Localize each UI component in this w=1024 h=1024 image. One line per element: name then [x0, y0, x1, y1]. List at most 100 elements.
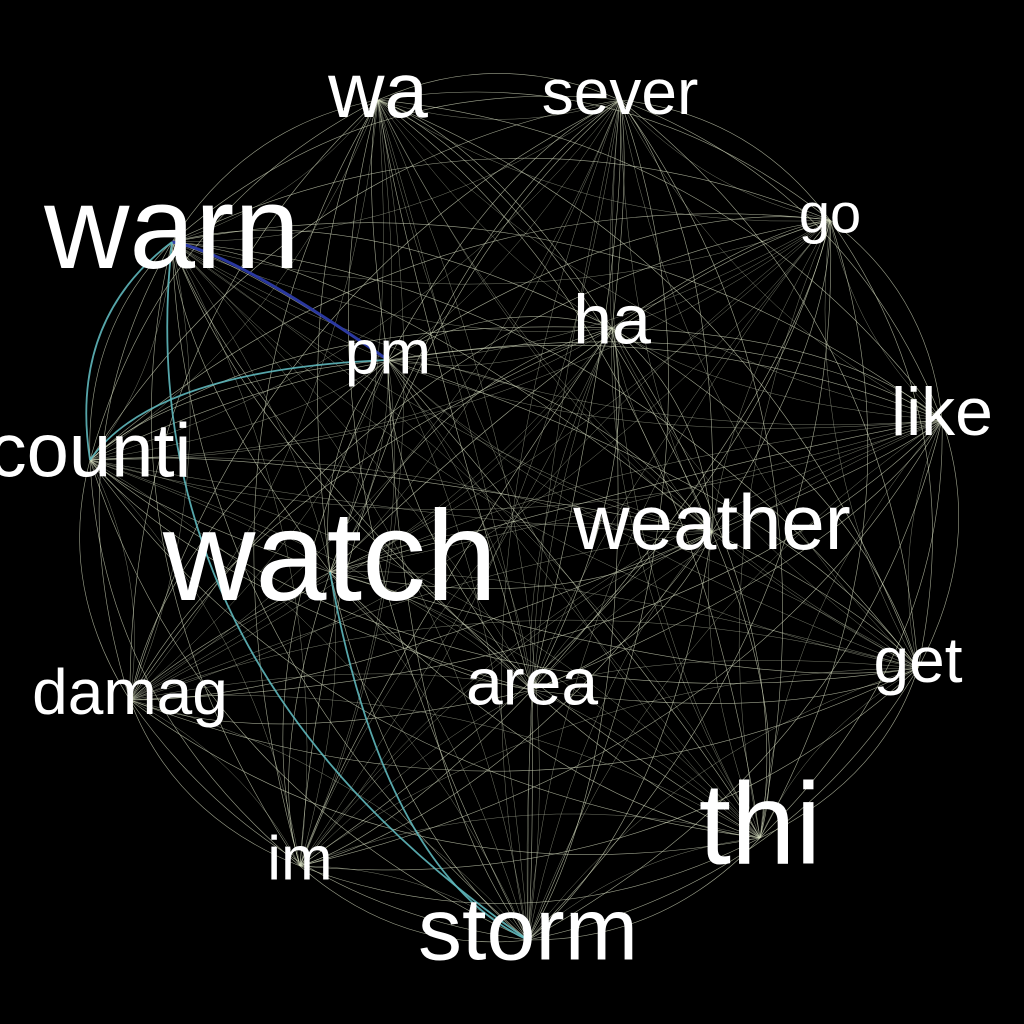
node-label-im: im [267, 825, 332, 894]
network-edge [329, 571, 529, 941]
network-edge [89, 459, 761, 839]
network-edge [527, 837, 761, 941]
network-edge [299, 865, 529, 943]
network-edge [611, 327, 943, 421]
strong-edge [329, 571, 529, 941]
network-edge [329, 571, 533, 691]
network-edge [531, 689, 761, 839]
network-edge [299, 689, 533, 867]
network-edge [711, 219, 831, 533]
network-edge [299, 99, 621, 867]
network-edge [129, 699, 529, 941]
network-edge [129, 419, 943, 701]
network-edge [387, 99, 621, 361]
network-edge [387, 359, 533, 691]
network-edge [829, 219, 943, 421]
network-edge [907, 419, 943, 669]
network-edge [711, 419, 943, 533]
network-edge [329, 219, 831, 573]
network-edge [171, 241, 943, 426]
network-edge [377, 99, 761, 839]
network-edge [299, 99, 405, 867]
network-edge [738, 219, 831, 839]
network-edge [171, 158, 831, 243]
network-edge [129, 241, 191, 701]
network-edge [129, 531, 713, 701]
network-edge [824, 219, 919, 669]
network-edge [89, 459, 331, 573]
network-edge [711, 531, 919, 669]
network-edge [619, 99, 713, 533]
network-edge [531, 99, 622, 691]
network-edge [501, 99, 621, 941]
network-edge [329, 571, 529, 941]
network-edge [611, 327, 713, 533]
network-edge [527, 837, 761, 941]
network-edge [89, 326, 613, 461]
network-edge [98, 241, 173, 701]
network-edge [377, 99, 831, 222]
network-edge [619, 99, 943, 421]
network-edge [171, 241, 308, 867]
network-edge [619, 99, 943, 421]
network-edge [387, 341, 943, 421]
node-label-area: area [466, 645, 598, 719]
network-edge [531, 419, 943, 691]
network-edge [387, 327, 613, 366]
network-edge [299, 813, 761, 867]
network-edge [531, 99, 621, 691]
network-edge [299, 219, 831, 867]
network-edge [387, 359, 943, 429]
network-edge [299, 531, 713, 867]
network-edge [299, 359, 395, 867]
network-edge [89, 99, 621, 461]
network-edge [759, 219, 869, 839]
network-edge [171, 241, 919, 669]
network-edge [527, 531, 713, 941]
network-edge [619, 99, 831, 221]
network-edge [171, 219, 831, 285]
network-edge [89, 419, 943, 510]
network-edge [171, 241, 389, 361]
network-edge [89, 459, 529, 941]
network-edge [711, 531, 919, 669]
network-edge [387, 359, 713, 533]
network-edge [527, 219, 832, 941]
network-edge [531, 667, 919, 704]
network-edge [377, 99, 613, 329]
strongest-edge [171, 240, 389, 362]
network-edge [89, 359, 389, 461]
network-edge [527, 667, 919, 941]
network-edge [329, 571, 919, 674]
network-edge [299, 531, 713, 867]
network-edge [377, 99, 393, 361]
network-edge [129, 673, 533, 701]
network-edge [329, 327, 613, 573]
network-edge [531, 219, 831, 691]
network-edge [387, 359, 713, 533]
network-edge [327, 359, 389, 573]
network-edge [377, 99, 943, 421]
network-edge [129, 419, 943, 701]
network-edge [609, 99, 621, 329]
network-edge [329, 523, 713, 573]
network-edge [711, 419, 943, 533]
network-edge [527, 531, 713, 941]
network-edge [79, 459, 131, 701]
network-edge [377, 99, 713, 533]
network-edge [89, 99, 379, 461]
network-edge [387, 219, 831, 361]
network-edge [377, 99, 713, 533]
network-edge [89, 459, 135, 701]
network-edge [387, 359, 761, 839]
network-edge [171, 241, 919, 669]
network-edge [89, 99, 379, 461]
network-edge [329, 99, 384, 573]
network-edge [530, 327, 613, 691]
network-edge [619, 99, 831, 221]
network-edge [759, 419, 943, 839]
network-edge [171, 241, 331, 573]
network-edge [531, 660, 919, 691]
network-edge [89, 459, 301, 867]
